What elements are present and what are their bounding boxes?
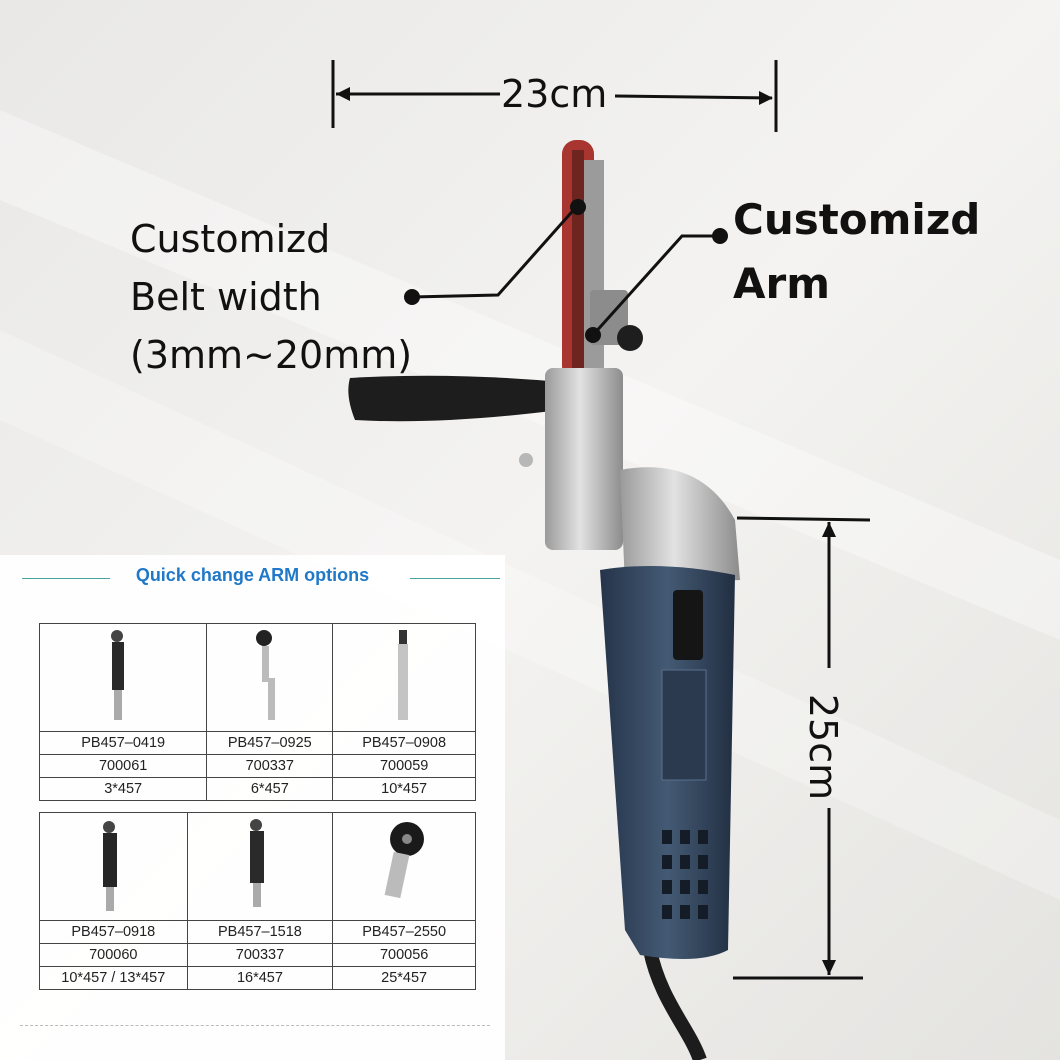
housing-screw-icon	[519, 453, 533, 467]
title-divider	[22, 578, 110, 579]
table-row: 700060 700337 700056	[39, 943, 476, 967]
table-row: 3*457 6*457 10*457	[38, 777, 476, 801]
arm-2550-icon	[384, 821, 425, 898]
model-cell: PB457–1518	[186, 920, 334, 944]
arm-label-line: Customizd	[733, 195, 981, 244]
height-dimension-text: 25cm	[801, 693, 846, 801]
light-streak	[0, 330, 1060, 900]
arrow-right-icon	[759, 91, 773, 105]
width-dimension-text: 23cm	[501, 72, 608, 116]
panel-title: Quick change ARM options	[135, 565, 370, 585]
table-row: PB457–0419 PB457–0925 PB457–0908	[38, 731, 476, 755]
size-cell: 25*457	[332, 966, 476, 990]
power-switch	[673, 590, 703, 660]
arm-image-row	[39, 812, 476, 921]
power-cord	[643, 948, 707, 1060]
adjust-knob-icon	[617, 325, 643, 351]
belt-sander-tool	[348, 140, 740, 1060]
code-cell: 700061	[38, 754, 208, 778]
arrow-up-icon	[822, 522, 836, 537]
code-cell: 700337	[206, 754, 334, 778]
side-handle	[348, 375, 562, 422]
code-cell: 700059	[332, 754, 476, 778]
height-dimension-tick	[736, 516, 871, 522]
table-row: PB457–0918 PB457–1518 PB457–2550	[39, 920, 476, 944]
arm-image-cell	[332, 812, 476, 921]
arm-options-table: PB457–0419 PB457–0925 PB457–0908 700061 …	[38, 623, 476, 801]
panel-bottom-divider	[20, 1025, 490, 1027]
size-cell: 6*457	[206, 777, 334, 801]
size-cell: 10*457	[332, 777, 476, 801]
belt-label-line: (3mm~20mm)	[130, 333, 413, 377]
title-divider	[410, 578, 500, 579]
belt-width-callout	[404, 199, 586, 305]
size-cell: 10*457 / 13*457	[39, 966, 188, 990]
belt-label-line: Belt width	[130, 275, 322, 319]
gear-head	[620, 467, 740, 585]
arm-image-row	[38, 623, 476, 732]
arm-callout	[585, 228, 728, 343]
size-cell: 3*457	[38, 777, 208, 801]
belt-inner	[572, 150, 584, 375]
code-cell: 700060	[39, 943, 188, 967]
arm-label-line: Arm	[733, 259, 830, 308]
arrow-down-icon	[822, 960, 836, 975]
arm-image-cell	[206, 623, 334, 732]
table-row: 700061 700337 700059	[38, 754, 476, 778]
width-dimension-line	[614, 94, 773, 100]
model-cell: PB457–0908	[332, 731, 476, 755]
code-cell: 700337	[186, 943, 334, 967]
arm-image-cell	[186, 812, 334, 921]
arm-image-cell	[39, 812, 188, 921]
model-cell: PB457–0419	[38, 731, 208, 755]
arrow-left-icon	[336, 87, 350, 101]
arm-1518-icon	[249, 818, 264, 907]
arm-label: Customizd Arm	[733, 188, 980, 316]
vent-grille	[662, 830, 708, 919]
arm-options-table: PB457–0918 PB457–1518 PB457–2550 700060 …	[39, 812, 476, 990]
arm-image-cell	[332, 623, 476, 732]
model-cell: PB457–0918	[39, 920, 188, 944]
arm-0925-icon	[255, 629, 275, 720]
arm-image-cell	[38, 623, 208, 732]
size-cell: 16*457	[186, 966, 334, 990]
code-cell: 700056	[332, 943, 476, 967]
arm-0908-icon	[398, 629, 409, 720]
belt-width-label: Customizd Belt width (3mm~20mm)	[130, 210, 412, 384]
light-streak	[0, 110, 1060, 640]
model-cell: PB457–0925	[206, 731, 334, 755]
gear-housing	[545, 368, 623, 550]
arm-0918-icon	[103, 820, 118, 911]
arm-0419-icon	[111, 629, 125, 720]
belt-label-line: Customizd	[130, 217, 331, 261]
model-cell: PB457–2550	[332, 920, 476, 944]
table-row: 10*457 / 13*457 16*457 25*457	[39, 966, 476, 990]
label-plate	[661, 669, 707, 781]
